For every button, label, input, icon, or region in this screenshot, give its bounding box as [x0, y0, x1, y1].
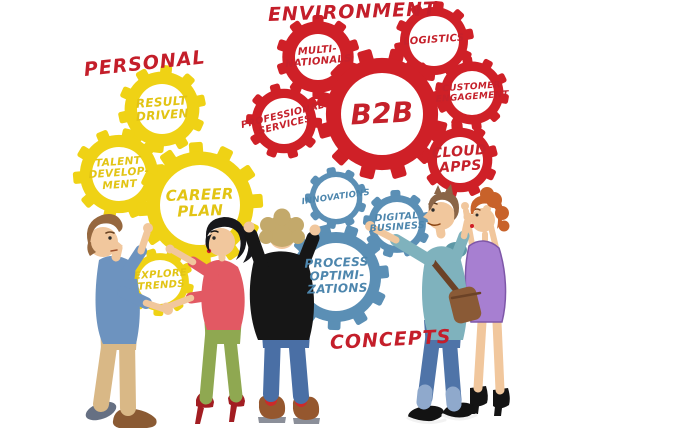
people-layer: [85, 184, 510, 428]
gear-cloud-apps: [421, 121, 498, 198]
brown-hair: [428, 184, 459, 220]
figure-man-teal-hoodie: [365, 184, 482, 425]
orange-hair: [470, 187, 510, 232]
gear-digital-business: [362, 189, 431, 258]
gear-logistics: [394, 0, 474, 82]
figure-man-blue-shirt: [85, 214, 173, 428]
satchel-bag: [448, 286, 482, 324]
gear-b2b: [316, 48, 448, 180]
curly-blonde-hair: [259, 208, 305, 247]
gear-professional-services: [245, 83, 323, 159]
figure-person-black-sweater: [243, 208, 321, 424]
gear-innovations: [305, 167, 366, 229]
gear-result-driven: [118, 64, 206, 154]
gear-customer-engagement: [435, 56, 509, 130]
figure-woman-red-top: [161, 217, 256, 424]
brown-hair: [86, 214, 123, 256]
